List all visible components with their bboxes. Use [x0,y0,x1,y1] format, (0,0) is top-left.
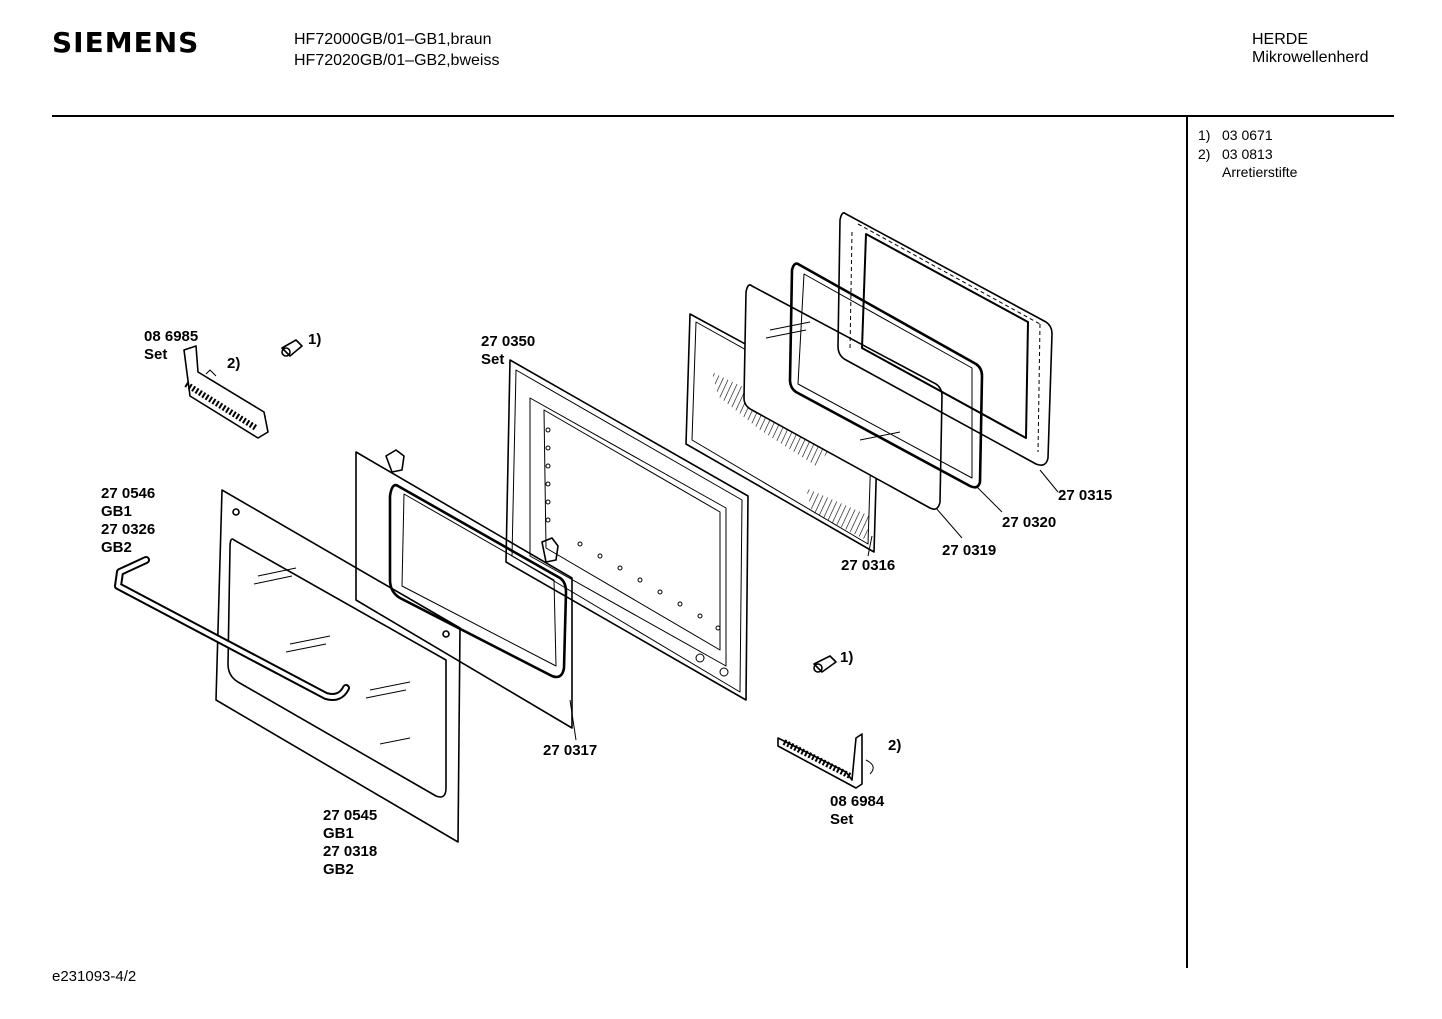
note-2-code: 03 0813 [1222,146,1273,162]
label-270315: 27 0315 [1058,487,1113,504]
model-line-2: HF72020GB/01–GB2,bweiss [294,52,500,69]
inner-window-frame [355,449,573,729]
header-divider [52,115,1394,117]
label-270545-code: 27 0545 [323,807,378,824]
leader-lines [569,469,1059,741]
label-270545-variant: GB1 [323,825,354,842]
hinge-bottom [777,733,874,789]
note-3: Arretierstifte [1198,163,1297,181]
label-086984: 08 6984 Set [830,793,884,829]
note-1-number: 1) [1198,127,1211,143]
label-marker-2-bottom: 2) [888,737,902,754]
label-270326-variant: GB2 [101,539,132,556]
label-086985-code: 08 6985 [144,328,199,345]
hinge-top [183,345,269,439]
label-270350: 27 0350 Set [481,333,535,369]
note-1: 1) 03 0671 [1198,126,1273,144]
label-270545: 27 0545 GB1 27 0318 GB2 [323,807,377,879]
subcategory-title: Mikrowellenherd [1252,49,1369,66]
note-1-code: 03 0671 [1222,127,1273,143]
drawing-code: e231093-4/2 [52,968,137,985]
door-seal [788,262,984,489]
exploded-door-drawing [114,212,1059,843]
label-270350-code: 27 0350 [481,333,536,350]
label-270318-variant: GB2 [323,861,354,878]
label-270316: 27 0316 [841,557,896,574]
label-270326-code: 27 0326 [101,521,156,538]
category-title: HERDE [1252,31,1309,48]
label-270350-set: Set [481,351,505,368]
door-handle [114,556,350,701]
note-2: 2) 03 0813 [1198,145,1273,163]
label-086984-set: Set [830,811,854,828]
label-marker-2-top: 2) [227,355,241,372]
label-270546-variant: GB1 [101,503,132,520]
outer-choke-frame [837,212,1053,466]
label-270320: 27 0320 [1002,514,1057,531]
note-3-text: Arretierstifte [1222,164,1298,180]
brand-logo: SIEMENS [52,26,200,59]
label-086985: 08 6985 Set [144,328,198,364]
model-line-1: HF72000GB/01–GB1,braun [294,31,492,48]
label-086984-code: 08 6984 [830,793,885,810]
pin-top [281,339,303,357]
label-086985-set: Set [144,346,168,363]
label-270319: 27 0319 [942,542,997,559]
label-270546-code: 27 0546 [101,485,156,502]
label-marker-1-bottom: 1) [840,649,854,666]
outer-glass-panel [215,489,461,843]
door-frame-set [505,359,749,701]
label-270317: 27 0317 [543,742,598,759]
label-270546: 27 0546 GB1 27 0326 GB2 [101,485,155,557]
pin-bottom [813,655,837,673]
label-270318-code: 27 0318 [323,843,378,860]
label-marker-1-top: 1) [308,331,322,348]
notes-divider [1186,116,1188,968]
note-2-number: 2) [1198,146,1211,162]
